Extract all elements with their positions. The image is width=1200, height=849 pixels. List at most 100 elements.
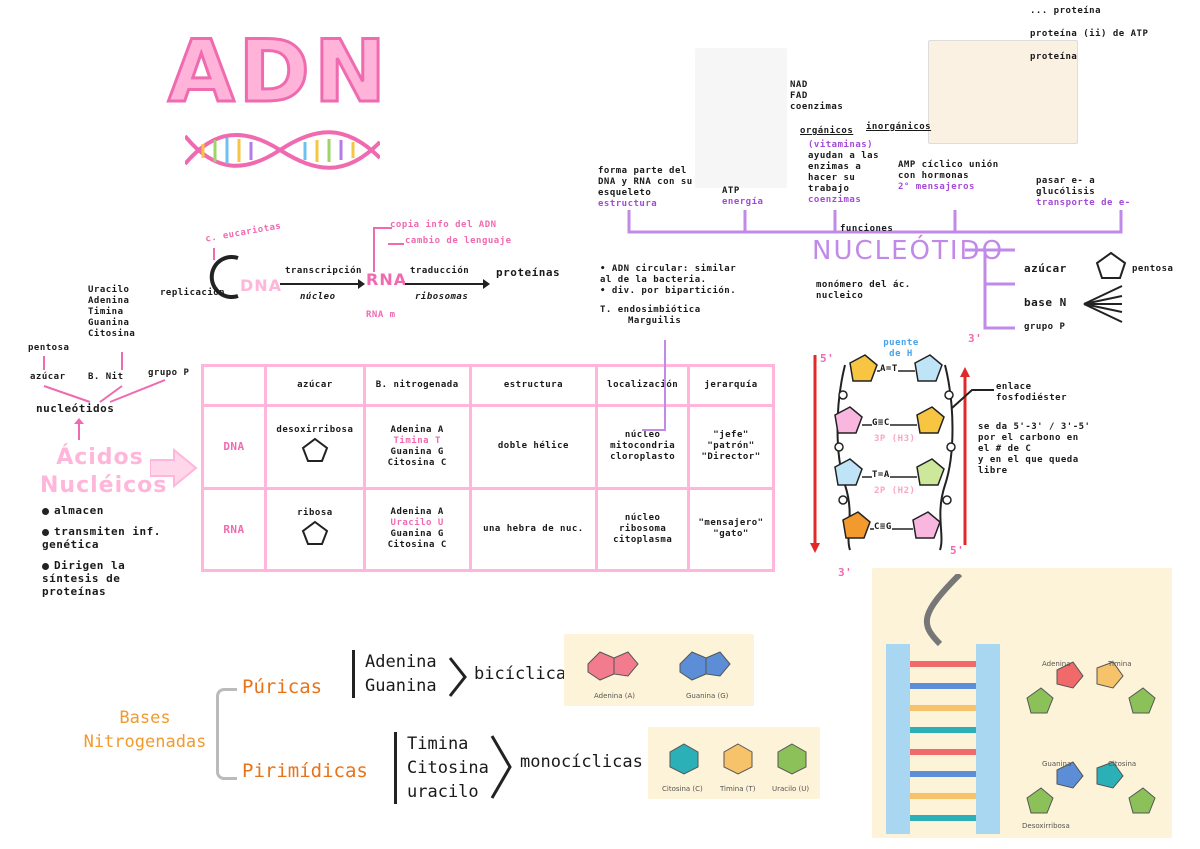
monociclicas-label: monocíclicas xyxy=(520,752,643,772)
guanine-structure-icon xyxy=(679,651,731,681)
row-label-rna: RNA xyxy=(201,486,267,572)
h2-label: 2P (H2) xyxy=(874,486,916,496)
components-bracket xyxy=(965,248,1015,330)
pentagon-icon xyxy=(301,520,329,545)
copia-info-label: copia info del ADN xyxy=(390,220,497,230)
base-fan-icon xyxy=(1083,285,1123,323)
cell-azucar: desoxirribosa xyxy=(264,404,366,490)
chevron-right-icon xyxy=(448,657,467,697)
proteina-chain: ... proteína proteína (ii) de ATP proteí… xyxy=(1030,6,1149,62)
comp-azucar: azúcar xyxy=(1024,262,1067,275)
header-estructura: estructura xyxy=(468,364,599,407)
uracilo-structure-icon xyxy=(777,743,807,775)
header-azucar: azúcar xyxy=(264,364,366,407)
three-prime-bottom: 3' xyxy=(838,566,853,579)
cell-localizacion: núcleo mitocondria cloroplasto xyxy=(595,404,691,490)
adenine-structure-icon xyxy=(587,651,639,681)
pair-at: A=T xyxy=(880,364,898,375)
citosina-structure-icon xyxy=(669,743,699,775)
double-helix-diagram xyxy=(810,354,970,553)
up-arrow-icon xyxy=(74,418,84,440)
func-item-transporte: pasar e- a glucólisis transporte de e- xyxy=(1036,176,1131,208)
three-prime-top: 3' xyxy=(968,332,983,345)
bases-brace xyxy=(216,688,237,780)
func-item-estructura: forma parte del DNA y RNA con su esquele… xyxy=(598,166,693,209)
cell-bases: Adenina A Uracilo U Guanina G Citosina C xyxy=(362,486,472,572)
big-arrow-icon xyxy=(150,448,198,488)
top-notes: NAD FAD coenzimas xyxy=(790,80,844,112)
five-prime-top: 5' xyxy=(820,352,835,365)
bracket-arrow-icon xyxy=(373,227,404,272)
dna-textbook-figure: Adenina Timina Guanina Citosina Desoxirr… xyxy=(872,568,1172,838)
cell-estructura: doble hélice xyxy=(468,404,599,490)
cambio-lenguaje-label: cambio de lenguaje xyxy=(405,236,512,246)
nucleo-label: núcleo xyxy=(300,292,336,302)
header-jerarquia: jerarquía xyxy=(687,364,775,407)
cell-localizacion: núcleo ribosoma citoplasma xyxy=(595,486,691,572)
comp-base-n: base N xyxy=(1024,296,1067,309)
func-item-energia: ATP energía xyxy=(722,186,764,207)
pentagon-icon xyxy=(1095,251,1127,279)
acidos-bullets: almacen transmiten inf. genética Dirigen… xyxy=(42,504,161,598)
bases-list: Uracilo Adenina Timina Guanina Citosina xyxy=(88,285,136,339)
pirimidicas-items: Timina Citosina uracilo xyxy=(394,732,489,804)
helix-notes: se da 5'-3' / 3'-5' por el carbono en el… xyxy=(978,422,1091,476)
transcripcion-label: transcripción xyxy=(285,266,362,276)
func-item-coenzimas: (vitaminas) ayudan a las enzimas a hacer… xyxy=(808,140,880,205)
purine-figure: Adenina (A) Guanina (G) xyxy=(564,634,754,706)
pentagon-icon xyxy=(301,438,329,463)
mito-notes: • ADN circular: similar al de la bacteri… xyxy=(600,264,737,326)
func-item-mensajeros: AMP cíclico unión con hormonas 2° mensaj… xyxy=(898,160,999,192)
nucleotidos-label: nucleótidos xyxy=(36,402,115,415)
cell-azucar: ribosa xyxy=(264,486,366,572)
cell-jerarquia: "mensajero" "gato" xyxy=(687,486,775,572)
monomero-label: monómero del ác. nucleico xyxy=(816,280,911,301)
header-localizacion: localización xyxy=(595,364,691,407)
proteinas-label: proteínas xyxy=(496,266,561,279)
pirimidicas-label: Pirimídicas xyxy=(242,760,368,782)
chevron-right-icon xyxy=(490,735,512,799)
traduccion-label: traducción xyxy=(410,266,470,276)
cell-figure xyxy=(928,40,1078,144)
rna-label: RNA xyxy=(366,270,408,289)
row-label-dna: DNA xyxy=(201,404,267,490)
cell-bases: Adenina A Timina T Guanina G Citosina C xyxy=(362,404,472,490)
grupo-p-label: grupo P xyxy=(148,368,190,378)
dna-helix-icon xyxy=(185,130,380,170)
organicos-label: orgánicos xyxy=(800,126,854,136)
azucar-label: azúcar xyxy=(30,372,66,382)
inorganicos-label: inorgánicos xyxy=(866,122,932,132)
cell-estructura: una hebra de nuc. xyxy=(468,486,599,572)
dna-label: DNA xyxy=(240,276,283,295)
puricas-items: Adenina Guanina xyxy=(352,650,437,698)
pentosa-label: pentosa xyxy=(1132,264,1174,274)
dna-ladder-icon xyxy=(886,574,1000,834)
puente-label: puente de H xyxy=(883,338,919,359)
comp-grupo-p: grupo P xyxy=(1024,322,1066,332)
five-prime-bottom: 5' xyxy=(950,544,965,557)
rna-m-label: RNA m xyxy=(366,310,396,320)
mito-link-line xyxy=(642,340,666,431)
replication-loop-icon xyxy=(209,248,239,299)
arrow-icon xyxy=(405,279,490,289)
bases-title: Bases Nitrogenadas xyxy=(83,708,207,752)
ribosomas-label: ribosomas xyxy=(415,292,469,302)
pentosa-label: pentosa xyxy=(28,343,70,353)
pair-gc: G≡C xyxy=(872,418,890,429)
cell-jerarquia: "jefe" "patrón" "Director" xyxy=(687,404,775,490)
enlace-pointer xyxy=(951,389,994,409)
pair-cg: C≡G xyxy=(874,522,892,533)
replicacion-label: replicación xyxy=(160,288,226,298)
tree-arrows-icon xyxy=(43,352,166,403)
biciclicas-label: bicíclicas xyxy=(474,664,577,684)
enlace-label: enlace fosfodiéster xyxy=(996,382,1068,403)
funciones-bracket xyxy=(627,210,1123,234)
pair-ta: T=A xyxy=(872,470,890,481)
puricas-label: Púricas xyxy=(242,676,323,698)
funciones-label: funciones xyxy=(840,224,894,234)
header-bnit: B. nitrogenada xyxy=(362,364,472,407)
base-pair-detail-icon xyxy=(1026,661,1156,814)
base-nit-label: B. Nit xyxy=(88,372,124,382)
dna-rna-table: azúcar B. nitrogenada estructura localiz… xyxy=(201,364,775,572)
timina-structure-icon xyxy=(723,743,753,775)
